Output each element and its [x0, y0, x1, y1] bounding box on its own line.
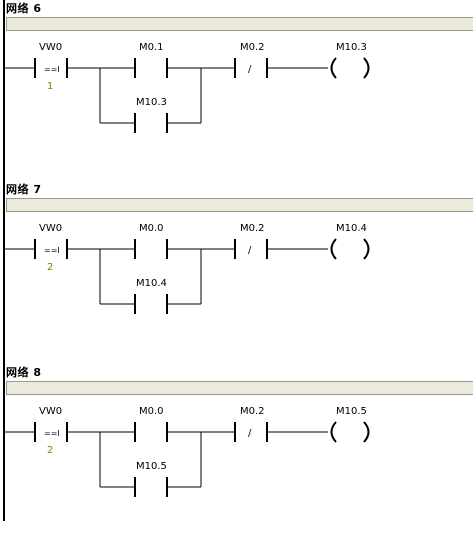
coil-label: M10.3: [336, 42, 367, 53]
compare-operand: VW0: [39, 223, 62, 234]
no-contact-branch[interactable]: M10.4: [134, 278, 168, 314]
network-8[interactable]: 网络 8 VW0 ==I 2 M0.0 M10.5 M: [0, 364, 473, 544]
coil-label: M10.5: [336, 406, 367, 417]
left-power-rail: [3, 0, 5, 521]
ladder-rung: VW0 ==I 2 M0.0 M10.4 M0.2 / M10.4: [4, 223, 370, 314]
compare-op: ==I: [44, 429, 60, 438]
output-coil[interactable]: M10.4: [330, 223, 370, 260]
compare-value: 2: [47, 262, 53, 273]
compare-contact[interactable]: VW0 ==I 2: [34, 223, 68, 273]
nc-slash: /: [248, 64, 252, 75]
compare-op: ==I: [44, 246, 60, 255]
network-title: 网络 6: [6, 2, 42, 15]
contact-nc-label: M0.2: [240, 42, 265, 53]
output-coil[interactable]: M10.3: [330, 42, 370, 79]
network-title: 网络 8: [6, 366, 42, 379]
contact-nc-label: M0.2: [240, 223, 265, 234]
contact-branch-label: M10.5: [136, 461, 167, 472]
ladder-rung: VW0 ==I 2 M0.0 M10.5 M0.2 / M10.5: [4, 406, 370, 497]
nc-slash: /: [248, 428, 252, 439]
network-comment-field[interactable]: [6, 198, 473, 212]
network-7[interactable]: 网络 7 VW0 ==I 2 M0.0 M10.4 M: [0, 181, 473, 361]
compare-value: 2: [47, 445, 53, 456]
contact-main-label: M0.0: [139, 406, 164, 417]
network-comment-field[interactable]: [6, 17, 473, 31]
contact-nc-label: M0.2: [240, 406, 265, 417]
no-contact-branch[interactable]: M10.3: [134, 97, 168, 133]
no-contact-main[interactable]: M0.1: [134, 42, 168, 78]
no-contact-main[interactable]: M0.0: [134, 406, 168, 442]
network-6[interactable]: 网络 6 VW0 ==I 1 M0.1 M10.3: [0, 0, 473, 180]
compare-value: 1: [47, 81, 53, 92]
no-contact-main[interactable]: M0.0: [134, 223, 168, 259]
nc-contact[interactable]: M0.2 /: [234, 406, 268, 442]
network-title: 网络 7: [6, 183, 42, 196]
no-contact-branch[interactable]: M10.5: [134, 461, 168, 497]
contact-main-label: M0.1: [139, 42, 164, 53]
compare-op: ==I: [44, 65, 60, 74]
compare-contact[interactable]: VW0 ==I 1: [34, 42, 68, 92]
compare-contact[interactable]: VW0 ==I 2: [34, 406, 68, 456]
contact-main-label: M0.0: [139, 223, 164, 234]
nc-contact[interactable]: M0.2 /: [234, 223, 268, 259]
nc-slash: /: [248, 245, 252, 256]
output-coil[interactable]: M10.5: [330, 406, 370, 443]
compare-operand: VW0: [39, 406, 62, 417]
ladder-rung: VW0 ==I 1 M0.1 M10.3 M0.2 /: [4, 42, 370, 133]
contact-branch-label: M10.3: [136, 97, 167, 108]
contact-branch-label: M10.4: [136, 278, 167, 289]
coil-label: M10.4: [336, 223, 367, 234]
network-comment-field[interactable]: [6, 381, 473, 395]
compare-operand: VW0: [39, 42, 62, 53]
nc-contact[interactable]: M0.2 /: [234, 42, 268, 78]
